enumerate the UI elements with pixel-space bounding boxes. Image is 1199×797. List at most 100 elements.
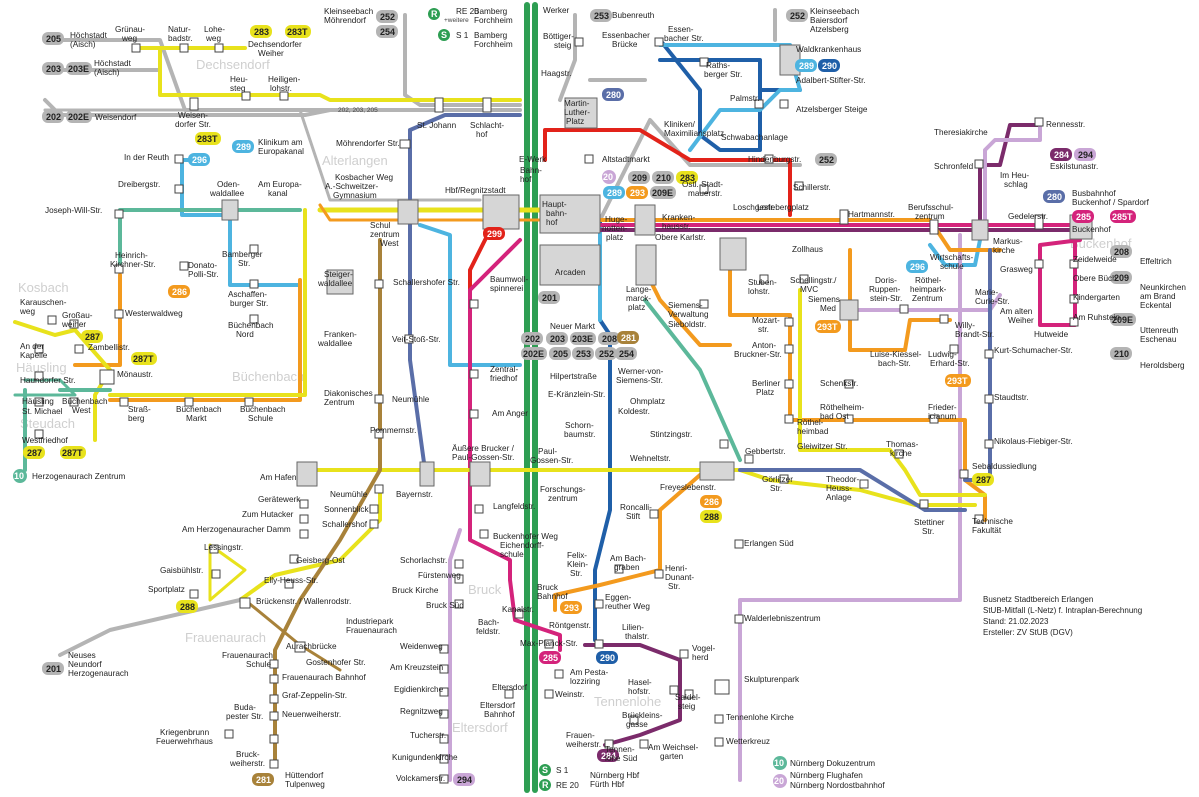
svg-text:Buckenhof: Buckenhof: [1072, 225, 1111, 234]
hub-hugenottenplatz: [635, 205, 655, 235]
svg-text:Westfriedhof: Westfriedhof: [22, 436, 69, 445]
svg-text:Skulpturenpark: Skulpturenpark: [744, 675, 800, 684]
svg-text:West: West: [380, 239, 399, 248]
badge-202E-c: 202E: [521, 347, 547, 360]
svg-text:Kleinseebach: Kleinseebach: [324, 7, 374, 16]
badge-283T-b: 283T: [195, 132, 221, 145]
svg-text:Joseph-Will-Str.: Joseph-Will-Str.: [45, 206, 102, 215]
svg-text:St. Johann: St. Johann: [417, 121, 457, 130]
svg-text:285T: 285T: [1112, 212, 1133, 222]
svg-text:waldallee: waldallee: [209, 189, 245, 198]
svg-text:Dechsendorf: Dechsendorf: [196, 57, 270, 72]
svg-text:Freyeslebenstr.: Freyeslebenstr.: [660, 483, 716, 492]
svg-text:Nürnberg Dokuzentrum: Nürnberg Dokuzentrum: [790, 759, 875, 768]
badge-205-c: 205: [549, 347, 571, 360]
svg-text:Stintzingstr.: Stintzingstr.: [650, 430, 692, 439]
svg-text:287: 287: [85, 332, 100, 342]
svg-text:Frauenaurach Bahnhof: Frauenaurach Bahnhof: [282, 673, 366, 682]
svg-text:Sieboldstr.: Sieboldstr.: [668, 320, 706, 329]
svg-text:296: 296: [910, 262, 925, 272]
svg-text:Atzelsberger Steige: Atzelsberger Steige: [796, 105, 868, 114]
svg-text:Uttenreuth: Uttenreuth: [1140, 326, 1179, 335]
svg-text:210: 210: [656, 173, 671, 183]
hub-am-hafen: [297, 462, 317, 486]
svg-text:Donato-: Donato-: [188, 261, 217, 270]
svg-text:Hindenburgstr.: Hindenburgstr.: [748, 155, 801, 164]
svg-text:Pommernstr.: Pommernstr.: [370, 426, 416, 435]
svg-text:Bruck Kirche: Bruck Kirche: [392, 586, 439, 595]
hub-bayernstr: [420, 462, 434, 486]
info-date: Stand: 21.02.2023: [983, 616, 1142, 627]
svg-text:Wehneltstr.: Wehneltstr.: [630, 454, 671, 463]
svg-text:Atzelsberg: Atzelsberg: [810, 25, 849, 34]
svg-text:Büchenbach: Büchenbach: [176, 405, 222, 414]
svg-text:Neumühle: Neumühle: [330, 490, 368, 499]
svg-text:Neunkirchen: Neunkirchen: [1140, 283, 1186, 292]
svg-text:Obere Karlstr.: Obere Karlstr.: [655, 233, 706, 242]
svg-text:schule: schule: [940, 262, 964, 271]
svg-text:steig: steig: [554, 41, 572, 50]
badge-285-b: 285: [539, 651, 561, 664]
svg-text:Am Europa-: Am Europa-: [258, 180, 302, 189]
svg-text:Tennenlohe Kirche: Tennenlohe Kirche: [726, 713, 794, 722]
svg-text:Willy-: Willy-: [955, 321, 975, 330]
svg-text:Dunant-: Dunant-: [665, 573, 694, 582]
svg-text:Wetterkreuz: Wetterkreuz: [726, 737, 770, 746]
svg-text:Am Anger: Am Anger: [492, 409, 528, 418]
svg-text:Werker: Werker: [543, 6, 570, 15]
svg-text:mauerstr.: mauerstr.: [688, 189, 722, 198]
svg-text:Lorlebergplatz: Lorlebergplatz: [757, 203, 809, 212]
svg-text:286: 286: [704, 497, 719, 507]
svg-text:Forchheim: Forchheim: [474, 40, 513, 49]
svg-text:Schenkstr.: Schenkstr.: [820, 379, 858, 388]
svg-text:Frauenaurach: Frauenaurach: [185, 630, 266, 645]
svg-text:Nürnberg Hbf: Nürnberg Hbf: [590, 771, 640, 780]
svg-text:Kliniken/: Kliniken/: [664, 120, 696, 129]
svg-text:Weidenweg: Weidenweg: [400, 642, 443, 651]
badge-287T: 287T: [131, 352, 157, 365]
svg-text:Str.: Str.: [668, 582, 680, 591]
svg-text:gasse: gasse: [626, 720, 648, 729]
badge-283: 283: [250, 25, 272, 38]
svg-text:287T: 287T: [62, 448, 83, 458]
badge-203E: 203E: [66, 62, 92, 75]
badge-254-d: 254: [615, 347, 637, 360]
badge-252-d: 252: [595, 347, 617, 360]
svg-text:202E: 202E: [68, 112, 89, 122]
svg-text:Paul-: Paul-: [538, 447, 557, 456]
svg-text:Tennenlohe: Tennenlohe: [594, 694, 661, 709]
svg-text:Effeltrich: Effeltrich: [1140, 257, 1172, 266]
hub-arcaden: [540, 245, 600, 285]
svg-text:schlag: schlag: [1004, 180, 1028, 189]
svg-text:203: 203: [550, 334, 565, 344]
badge-252: 252: [376, 10, 398, 23]
svg-text:290: 290: [600, 653, 615, 663]
svg-text:Brandt-Str.: Brandt-Str.: [955, 330, 994, 339]
svg-text:Im Heu-: Im Heu-: [1000, 171, 1029, 180]
svg-text:weiherstr.: weiherstr.: [229, 759, 265, 768]
svg-text:Luise-Kiessel-: Luise-Kiessel-: [870, 350, 922, 359]
svg-text:286: 286: [172, 287, 187, 297]
svg-text:Forchheim: Forchheim: [474, 16, 513, 25]
svg-text:S 1: S 1: [556, 766, 569, 775]
svg-text:Theodor-: Theodor-: [826, 475, 859, 484]
badge-202-c: 202: [521, 332, 543, 345]
svg-text:Fakultät: Fakultät: [972, 526, 1002, 535]
svg-text:Franken-: Franken-: [324, 330, 357, 339]
svg-text:Möhrendorfer Str.: Möhrendorfer Str.: [336, 139, 400, 148]
svg-text:Röntgenstr.: Röntgenstr.: [549, 621, 591, 630]
svg-text:283T: 283T: [287, 27, 308, 37]
svg-text:293: 293: [630, 188, 645, 198]
svg-text:Großau-: Großau-: [62, 311, 93, 320]
svg-text:20: 20: [774, 776, 784, 786]
svg-text:Zentral-: Zentral-: [490, 365, 518, 374]
svg-text:Weiher: Weiher: [258, 49, 284, 58]
badge-10-b: 10: [773, 756, 787, 770]
svg-text:Haupt-: Haupt-: [542, 200, 567, 209]
svg-text:Essenbacher: Essenbacher: [602, 31, 650, 40]
svg-text:287: 287: [27, 448, 42, 458]
svg-text:289: 289: [607, 188, 622, 198]
badge-203-c: 203: [546, 332, 568, 345]
badge-281-b: 281: [252, 773, 274, 786]
badge-280-b: 280: [1043, 190, 1065, 203]
